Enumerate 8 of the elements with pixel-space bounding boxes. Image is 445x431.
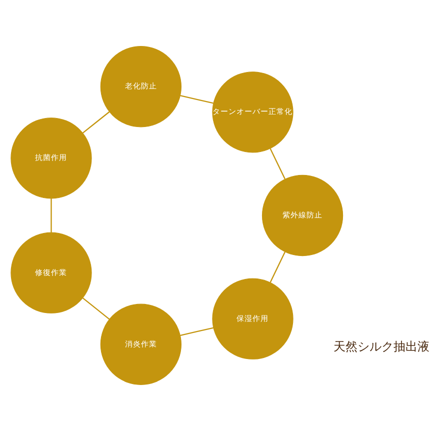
connector [50, 198, 52, 233]
connector [180, 95, 214, 104]
label: 天然シルク抽出液 [333, 340, 430, 354]
connector [82, 298, 110, 320]
connector [270, 148, 286, 180]
connector [180, 327, 214, 336]
connector [82, 111, 110, 134]
connector [270, 252, 286, 283]
